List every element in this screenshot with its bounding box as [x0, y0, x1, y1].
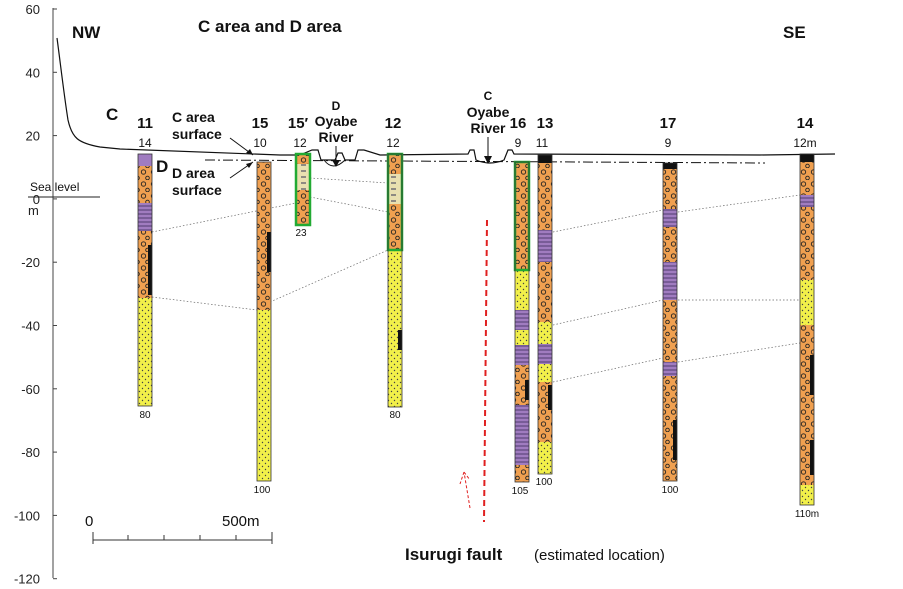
- borehole-id: 16: [510, 115, 527, 132]
- svg-text:surface: surface: [172, 182, 222, 198]
- svg-text:D area: D area: [172, 165, 215, 181]
- svg-text:surface: surface: [172, 126, 222, 142]
- borehole-column-17: [662, 162, 678, 482]
- arrow-head: [484, 156, 492, 164]
- svg-text:Oyabe: Oyabe: [467, 104, 510, 120]
- borehole-id: 13: [537, 115, 554, 132]
- fault-name: Isurugi fault: [405, 545, 503, 564]
- d-oyabe-river-label: D Oyabe River: [315, 99, 358, 145]
- borehole-elevation: 10: [253, 136, 267, 150]
- borehole-elevation: 9: [515, 136, 522, 150]
- borehole-elevation: 12m: [793, 136, 816, 150]
- direction-nw: NW: [72, 23, 101, 42]
- y-axis-unit: m: [28, 203, 39, 218]
- borehole-depth: 105: [512, 486, 529, 497]
- borehole-column-15: [256, 161, 272, 482]
- scale-bar-end: 500m: [222, 513, 260, 530]
- svg-text:C area: C area: [172, 109, 215, 125]
- isurugi-fault-line: [483, 219, 488, 523]
- y-tick-label: 0: [33, 192, 40, 207]
- borehole-column-14: [799, 153, 815, 506]
- terrain-profile: [56, 37, 836, 164]
- d-area-surface-label: D area surface: [172, 165, 222, 198]
- borehole-labels: 11 14 80 15 10 100 15′ 12 23 12 12 80 16…: [137, 115, 819, 520]
- y-tick-label: -80: [21, 445, 40, 460]
- y-tick-label: 20: [26, 129, 40, 144]
- arrow-head: [332, 160, 340, 167]
- svg-text:River: River: [470, 120, 506, 136]
- borehole-id: 14: [797, 115, 814, 132]
- c-area-marker: C: [106, 105, 118, 124]
- svg-text:Oyabe: Oyabe: [315, 113, 358, 129]
- y-tick-label: 60: [26, 2, 40, 17]
- borehole-column-13: [537, 154, 553, 475]
- scale-bar: 0 500m: [85, 513, 273, 544]
- c-area-surface-label: C area surface: [172, 109, 222, 142]
- fault-motion-arrow: [459, 471, 471, 509]
- borehole-elevation: 9: [665, 136, 672, 150]
- arrow-head: [246, 162, 253, 168]
- svg-text:C: C: [484, 89, 493, 103]
- y-tick-label: -120: [14, 572, 40, 584]
- y-tick-label: -100: [14, 508, 40, 523]
- fault-note: (estimated location): [534, 547, 665, 564]
- diagram-title: C area and D area: [198, 17, 342, 36]
- borehole-column-16: [513, 160, 531, 483]
- borehole-elevation: 14: [138, 136, 152, 150]
- sea-level-label: Sea level: [30, 180, 79, 194]
- correlation-lines: [151, 177, 801, 383]
- c-oyabe-river-label: C Oyabe River: [467, 89, 510, 136]
- borehole-column-15-prime: [294, 152, 312, 227]
- y-tick-label: 40: [26, 65, 40, 80]
- y-axis-ticks: 60 40 20 0 -20 -40 -60 -80 -100 -120: [14, 2, 57, 587]
- borehole-depth: 100: [536, 477, 553, 488]
- borehole-id: 15′: [288, 115, 309, 132]
- borehole-id: 12: [385, 115, 402, 132]
- borehole-column-12: [386, 152, 404, 408]
- borehole-elevation: 12: [386, 136, 400, 150]
- arrow-head: [246, 149, 253, 155]
- direction-se: SE: [783, 23, 806, 42]
- d-oyabe-river-channel: [323, 159, 346, 167]
- svg-text:D: D: [332, 99, 341, 113]
- borehole-depth: 80: [389, 410, 401, 421]
- y-tick-label: -40: [21, 319, 40, 334]
- borehole-depth: 23: [295, 228, 307, 239]
- borehole-id: 17: [660, 115, 677, 132]
- borehole-depth: 110m: [795, 509, 819, 520]
- borehole-elevation: 11: [536, 136, 549, 150]
- borehole-elevation: 12: [293, 136, 307, 150]
- svg-text:River: River: [318, 129, 354, 145]
- borehole-depth: 80: [139, 410, 151, 421]
- y-tick-label: -20: [21, 255, 40, 270]
- borehole-id: 11: [137, 115, 153, 132]
- borehole-depth: 100: [254, 485, 271, 496]
- scale-bar-start: 0: [85, 513, 93, 530]
- y-tick-label: -60: [21, 382, 40, 397]
- d-area-marker: D: [156, 157, 168, 176]
- borehole-depth: 100: [662, 485, 679, 496]
- borehole-id: 15: [252, 115, 269, 132]
- borehole-column-11: [137, 153, 153, 407]
